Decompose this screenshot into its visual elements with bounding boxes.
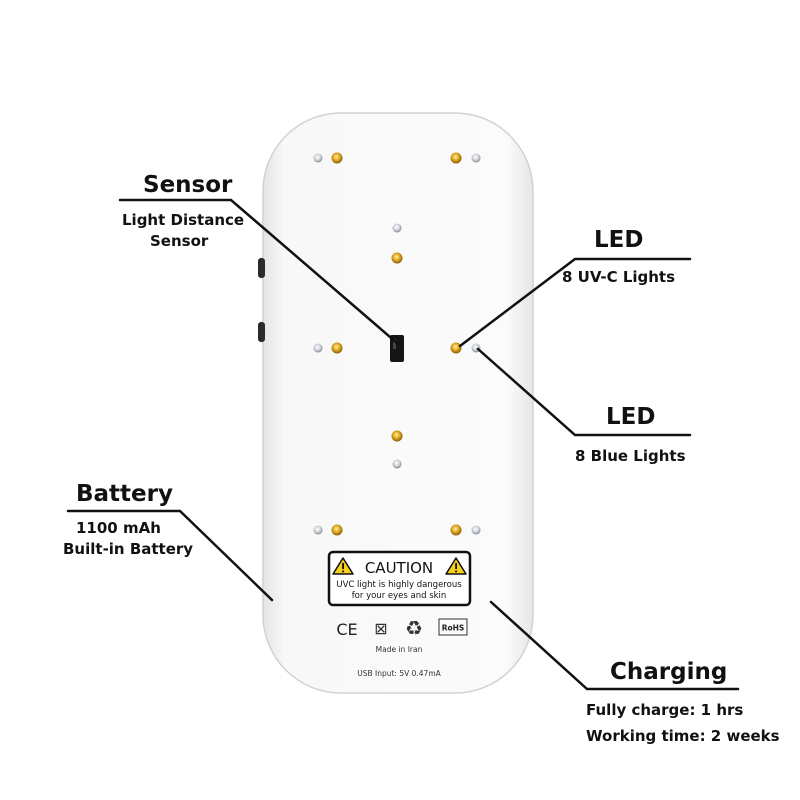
weee-icon: ⊠ <box>374 619 387 638</box>
ce-mark: CE <box>336 620 357 639</box>
uvc-led-title: LED <box>594 227 644 253</box>
battery-desc-line-2: Built-in Battery <box>63 540 194 558</box>
uvc-led-desc: 8 UV-C Lights <box>562 268 676 286</box>
charging-callout-line <box>489 600 740 691</box>
light-sensor-glint <box>393 339 396 349</box>
blue-led <box>471 525 481 535</box>
blue-led <box>392 459 402 469</box>
blue-led <box>313 153 323 163</box>
caution-line-2: for your eyes and skin <box>352 591 447 601</box>
sensor-desc-line-2: Sensor <box>150 232 209 250</box>
side-button-top <box>258 258 265 278</box>
blue-led-desc: 8 Blue Lights <box>575 447 686 465</box>
blue-led <box>313 343 323 353</box>
uvc-led <box>450 152 462 164</box>
rohs-mark: RoHS <box>442 624 465 633</box>
recycle-icon: ♻ <box>405 616 423 640</box>
blue-led <box>392 223 402 233</box>
blue-led <box>471 153 481 163</box>
rohs-badge <box>438 618 468 636</box>
blue-led-title: LED <box>606 404 656 430</box>
battery-title: Battery <box>76 481 173 507</box>
usb-input-label: USB Input: 5V 0.47mA <box>357 669 441 678</box>
caution-title: CAUTION <box>365 559 433 577</box>
battery-callout-line <box>66 509 274 602</box>
uvc-led-group <box>331 152 462 536</box>
uvc-led <box>331 152 343 164</box>
charging-desc-line-2: Working time: 2 weeks <box>586 727 780 745</box>
uvc-callout-line <box>458 257 692 348</box>
sensor-title: Sensor <box>143 172 233 198</box>
side-button-bottom <box>258 322 265 342</box>
uvc-led <box>331 524 343 536</box>
uvc-led <box>450 524 462 536</box>
device-body <box>262 112 534 694</box>
caution-line-1: UVC light is highly dangerous <box>336 580 462 590</box>
charging-title: Charging <box>610 659 728 685</box>
uvc-led <box>391 430 403 442</box>
warning-triangle-icon <box>332 557 354 575</box>
charging-desc-line-1: Fully charge: 1 hrs <box>586 701 744 719</box>
sensor-desc-line-1: Light Distance <box>122 211 245 229</box>
made-in-label: Made in Iran <box>376 645 423 654</box>
callout-lines <box>66 198 740 691</box>
uvc-led <box>391 252 403 264</box>
blue-led-group <box>313 153 481 535</box>
battery-desc-line-1: 1100 mAh <box>76 519 161 537</box>
blue-led <box>313 525 323 535</box>
uvc-led <box>331 342 343 354</box>
uvc-led <box>450 342 462 354</box>
sensor-callout-line <box>118 198 399 345</box>
blue-callout-line <box>476 347 692 437</box>
warning-triangle-icon <box>445 557 467 575</box>
caution-label: CAUTION UVC light is highly dangerous fo… <box>327 550 472 607</box>
